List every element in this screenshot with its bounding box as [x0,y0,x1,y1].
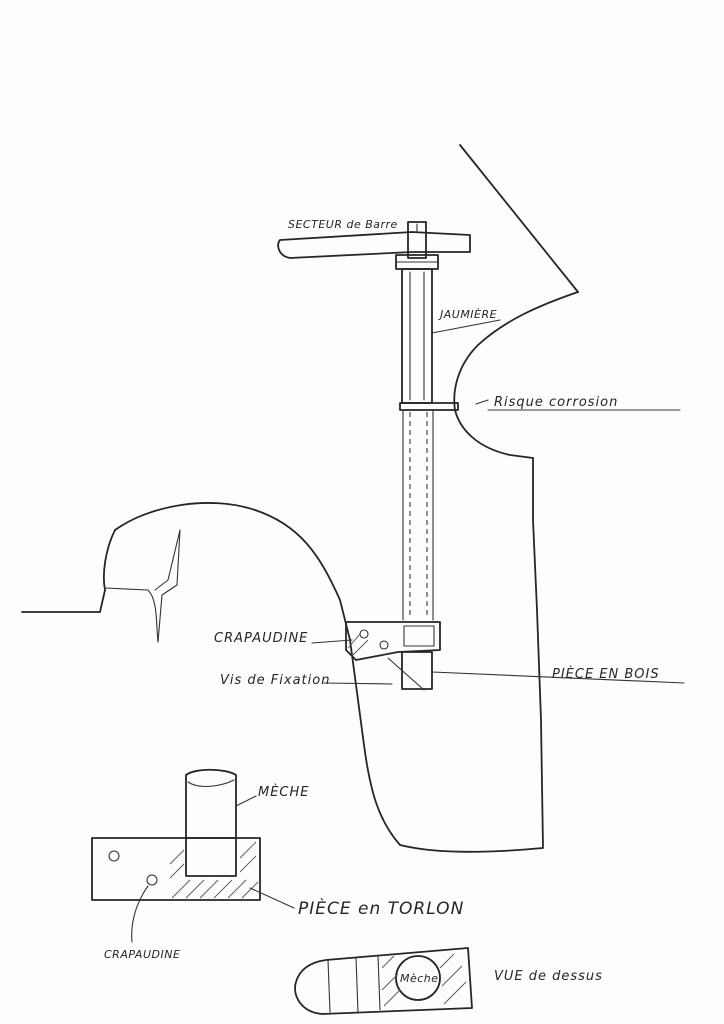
hull-fairing [453,291,579,459]
label-secteur-barre: SECTEUR de Barre [288,218,398,231]
topview-line-3 [377,955,381,1011]
heel-bearing [345,621,441,661]
rudder-blade [114,457,544,853]
corrosion-band [399,402,459,411]
bearing-screw-2 [379,640,389,650]
leader-meche [235,795,257,807]
label-meche: MÈCHE [258,784,310,800]
label-vue-dessus: VUE de dessus [494,969,603,984]
bearing-screw-1 [359,629,369,639]
leader-crapaudine [311,639,353,644]
label-meche-section: Mèche [400,972,439,985]
label-risque-corrosion: Risque corrosion [494,395,618,410]
leader-jaumiere [431,319,501,334]
topview-outline [294,947,473,1015]
label-vis-fixation: Vis de Fixation [220,673,330,688]
detail-hatching [169,841,259,899]
fixing-screw [387,657,425,691]
leader-crapaudine-detail [131,885,149,943]
leader-bois [431,671,685,684]
hull-line [459,144,579,293]
topview-hatching [381,953,467,1007]
detail-block [91,837,261,901]
bearing-hatch-1 [347,633,361,649]
label-piece-bois: PIÈCE EN BOIS [552,666,660,682]
detail-stock-in-block [185,837,237,877]
leader-torlon [249,887,295,909]
keel-section-line [104,529,181,643]
detail-screw-1 [108,850,120,862]
bearing-hatch-2 [351,639,369,657]
leader-vis [323,682,393,685]
rudder-tube [401,268,433,404]
label-piece-torlon: PIÈCE en TORLON [298,897,464,919]
detail-screw-2 [146,874,158,886]
heel-bearing-slot [403,625,435,647]
topview-line-2 [355,957,359,1013]
topview-line-1 [327,959,331,1013]
quadrant-hub [407,221,427,259]
label-jaumiere: JAUMIÈRE [438,308,497,321]
detail-stock [185,768,237,839]
label-crapaudine-detail: CRAPAUDINE [104,948,180,961]
detail-stock-break [187,779,235,788]
label-crapaudine: CRAPAUDINE [214,631,308,646]
topview-stock [395,955,441,1001]
keel-outline [21,529,116,613]
tiller-quadrant [277,231,471,259]
leader-corrosion [475,399,489,405]
